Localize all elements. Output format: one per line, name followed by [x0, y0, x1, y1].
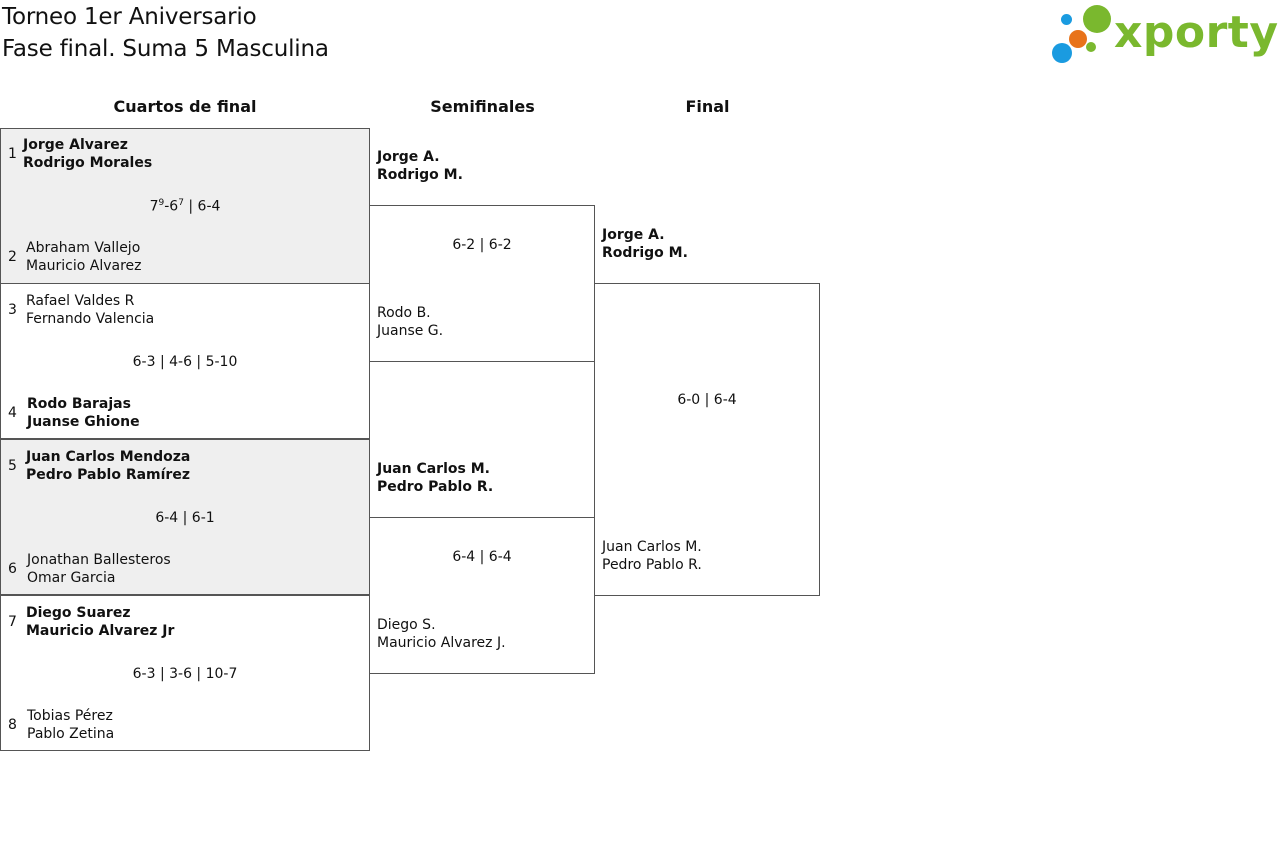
team-player-2: Juanse Ghione	[27, 414, 140, 430]
tournament-subtitle: Fase final. Suma 5 Masculina	[2, 36, 329, 62]
team-player-1: Rodo B.	[377, 305, 431, 321]
team-player-1: Rafael Valdes R	[26, 293, 135, 309]
logo-dot-orange	[1069, 30, 1087, 48]
match-score: 6-0 | 6-4	[677, 392, 737, 408]
team-player-1: Juan Carlos M.	[602, 539, 702, 555]
team-player-2: Omar Garcia	[27, 570, 116, 586]
tournament-title: Torneo 1er Aniversario	[2, 4, 257, 30]
team-player-2: Mauricio Alvarez J.	[377, 635, 506, 651]
match-score: 6-3 | 4-6 | 5-10	[132, 354, 238, 370]
quarterfinal-match-4[interactable]: 7 Diego Suarez Mauricio Alvarez Jr 6-3 |…	[0, 595, 370, 751]
logo-dot-blue-large	[1052, 43, 1072, 63]
team-player-2: Pedro Pablo Ramírez	[26, 467, 190, 483]
final-top-player-2: Rodrigo M.	[602, 245, 688, 261]
semifinal-1-top-player-1: Jorge A.	[377, 149, 440, 165]
team-player-2: Pablo Zetina	[27, 726, 115, 742]
quarterfinal-match-1[interactable]: 1 Jorge Alvarez Rodrigo Morales 79-67 | …	[0, 128, 370, 284]
logo-wordmark: xporty	[1114, 7, 1279, 58]
seed-number: 7	[8, 614, 17, 630]
team-player-2: Juanse G.	[377, 323, 444, 339]
team-player-1: Jorge Alvarez	[23, 137, 128, 153]
team-player-2: Pedro Pablo R.	[602, 557, 702, 573]
round-header-final: Final	[685, 97, 730, 116]
team-player-1: Diego Suarez	[26, 605, 131, 621]
seed-number: 1	[8, 146, 17, 162]
logo-dot-green-small	[1086, 42, 1096, 52]
quarterfinal-match-2[interactable]: 3 Rafael Valdes R Fernando Valencia 6-3 …	[0, 283, 370, 439]
team-player-1: Rodo Barajas	[27, 396, 131, 412]
seed-number: 5	[8, 458, 17, 474]
xporty-logo[interactable]: xporty	[1052, 5, 1279, 67]
seed-number: 8	[8, 717, 17, 733]
team-player-2: Mauricio Alvarez	[26, 258, 142, 274]
team-player-1: Jonathan Ballesteros	[27, 552, 171, 568]
seed-number: 6	[8, 561, 17, 577]
team-player-1: Tobias Pérez	[27, 708, 113, 724]
round-header-quarterfinals: Cuartos de final	[113, 97, 257, 116]
team-player-1: Abraham Vallejo	[26, 240, 141, 256]
quarterfinal-match-3[interactable]: 5 Juan Carlos Mendoza Pedro Pablo Ramíre…	[0, 439, 370, 595]
final-match[interactable]: 6-0 | 6-4 Juan Carlos M. Pedro Pablo R.	[594, 283, 820, 596]
logo-dot-blue	[1061, 14, 1072, 25]
semifinal-1-top-player-2: Rodrigo M.	[377, 167, 463, 183]
team-player-2: Mauricio Alvarez Jr	[26, 623, 175, 639]
team-player-1: Juan Carlos Mendoza	[26, 449, 191, 465]
match-score: 79-67 | 6-4	[149, 198, 221, 215]
seed-number: 4	[8, 405, 17, 421]
seed-number: 3	[8, 302, 17, 318]
semifinal-match-2[interactable]: 6-4 | 6-4 Diego S. Mauricio Alvarez J.	[369, 517, 595, 674]
team-player-2: Rodrigo Morales	[23, 155, 153, 171]
match-score: 6-2 | 6-2	[452, 237, 512, 253]
semifinal-2-top-player-1: Juan Carlos M.	[377, 461, 490, 477]
seed-number: 2	[8, 249, 17, 265]
round-header-semifinals: Semifinales	[430, 97, 535, 116]
logo-dot-green	[1083, 5, 1111, 33]
semifinal-match-1[interactable]: 6-2 | 6-2 Rodo B. Juanse G.	[369, 205, 595, 362]
final-top-player-1: Jorge A.	[602, 227, 665, 243]
semifinal-2-top-player-2: Pedro Pablo R.	[377, 479, 494, 495]
match-score: 6-3 | 3-6 | 10-7	[132, 666, 238, 682]
match-score: 6-4 | 6-4	[452, 549, 512, 565]
team-player-2: Fernando Valencia	[26, 311, 155, 327]
team-player-1: Diego S.	[377, 617, 436, 633]
match-score: 6-4 | 6-1	[155, 510, 215, 526]
